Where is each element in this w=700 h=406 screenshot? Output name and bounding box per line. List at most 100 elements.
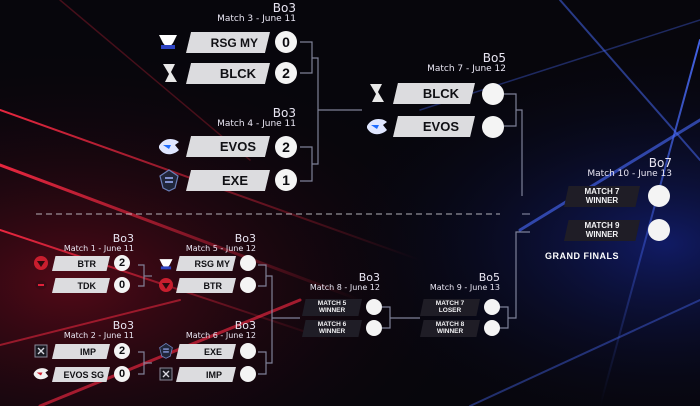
match-4-format: Bo3 [272,106,296,120]
result-circle [482,116,504,138]
team-name: BLCK [219,66,256,81]
score-value: 1 [282,172,290,188]
score-badge: 2 [114,255,130,271]
slot-line: MATCH 8 [435,320,465,328]
team-bar-imp: IMP [176,367,236,382]
team-bar-blck: BLCK [393,83,475,104]
team-name: EXE [203,346,222,357]
team-name: BTR [77,258,97,269]
match-8-header: Bo3 Match 8 - June 12 [272,272,380,292]
blck-logo [370,84,384,102]
match-7-header: Bo5 Match 7 - June 12 [390,52,506,74]
team-name: RSG MY [210,35,258,50]
result-circle [240,255,256,271]
slot-line: WINNER [436,327,464,335]
evos-sg-logo [33,368,49,380]
team-name: BTR [203,280,223,291]
match-10-date: Match 10 - June 13 [587,168,672,179]
score-badge: 2 [275,62,297,84]
evos-logo [159,138,179,155]
rsg-my-logo [159,259,173,270]
result-circle [484,299,500,315]
result-circle [366,320,382,336]
team-bar-evos: EVOS [393,116,475,137]
slot-line: WINNER [318,327,346,335]
match-5-header: Bo3 Match 5 - June 12 [150,233,256,253]
score-badge: 0 [275,31,297,53]
team-name: EXE [221,173,248,188]
result-circle [648,185,670,207]
score-badge: 1 [275,169,297,191]
team-bar-tdk: TDK [52,278,110,293]
result-circle [648,219,670,241]
result-circle [240,366,256,382]
evos-logo [367,118,387,135]
match-6-date: Match 6 - June 12 [185,330,256,340]
match-4-date: Match 4 - June 11 [217,118,296,129]
score-badge: 0 [114,277,130,293]
btr-logo [34,256,48,270]
team-name: EVOS [422,119,459,134]
match-3-header: Bo3 Match 3 - June 11 [180,2,296,24]
match-7-date: Match 7 - June 12 [427,63,506,74]
team-name: IMP [205,369,222,380]
exe-logo [159,342,173,359]
team-bar-exe: EXE [186,170,270,191]
score-badge: 2 [114,343,130,359]
score-value: 2 [118,257,126,269]
team-name: RSG MY [194,258,230,269]
result-circle [366,299,382,315]
slot-line: WINNER [318,306,346,314]
match-2-header: Bo3 Match 2 - June 11 [22,320,134,340]
slot-line: MATCH 5 [317,299,347,307]
rsg-my-logo [159,35,177,49]
team-bar-btr: BTR [52,256,110,271]
team-bar-rsg-my: RSG MY [186,32,270,53]
match-3-format: Bo3 [272,1,296,15]
score-badge: 2 [275,136,297,158]
match-8-format: Bo3 [358,271,380,284]
blck-logo [163,64,177,82]
slot-line: MATCH 7 [435,299,465,307]
imp-logo [34,344,48,358]
imp-logo [159,367,173,381]
match-10-header: Bo7 Match 10 - June 13 [560,157,672,179]
score-value: 2 [282,139,290,155]
team-name: EVOS [219,139,256,154]
match-6-header: Bo3 Match 6 - June 12 [150,320,256,340]
match-9-header: Bo5 Match 9 - June 13 [392,272,500,292]
result-circle [482,83,504,105]
exe-logo [159,169,179,192]
result-circle [240,277,256,293]
slot-line: MATCH 6 [317,320,347,328]
match-9-format: Bo5 [478,271,500,284]
score-value: 2 [118,345,126,357]
team-name: IMP [79,346,96,357]
result-circle [240,343,256,359]
score-badge: 0 [114,366,130,382]
match-1-date: Match 1 - June 11 [63,243,134,253]
slot-line: WINNER [585,229,619,239]
score-value: 2 [282,65,290,81]
team-bar-imp: IMP [52,344,110,359]
score-value: 0 [118,279,126,291]
match-1-format: Bo3 [112,232,134,245]
match-8-date: Match 8 - June 12 [309,282,380,292]
team-bar-exe: EXE [176,344,236,359]
slot-line: LOSER [438,306,462,314]
match-3-date: Match 3 - June 11 [217,13,296,24]
match-10-format: Bo7 [648,156,672,170]
team-bar-blck: BLCK [186,63,270,84]
team-bar-evos-sg: EVOS SG [52,367,110,382]
slot-line: WINNER [585,195,619,205]
team-name: EVOS SG [63,369,104,380]
match-2-date: Match 2 - June 11 [63,330,134,340]
score-value: 0 [282,34,290,50]
team-bar-btr: BTR [176,278,236,293]
slot-line: MATCH 9 [584,221,620,231]
team-bar-rsg-my: RSG MY [176,256,236,271]
